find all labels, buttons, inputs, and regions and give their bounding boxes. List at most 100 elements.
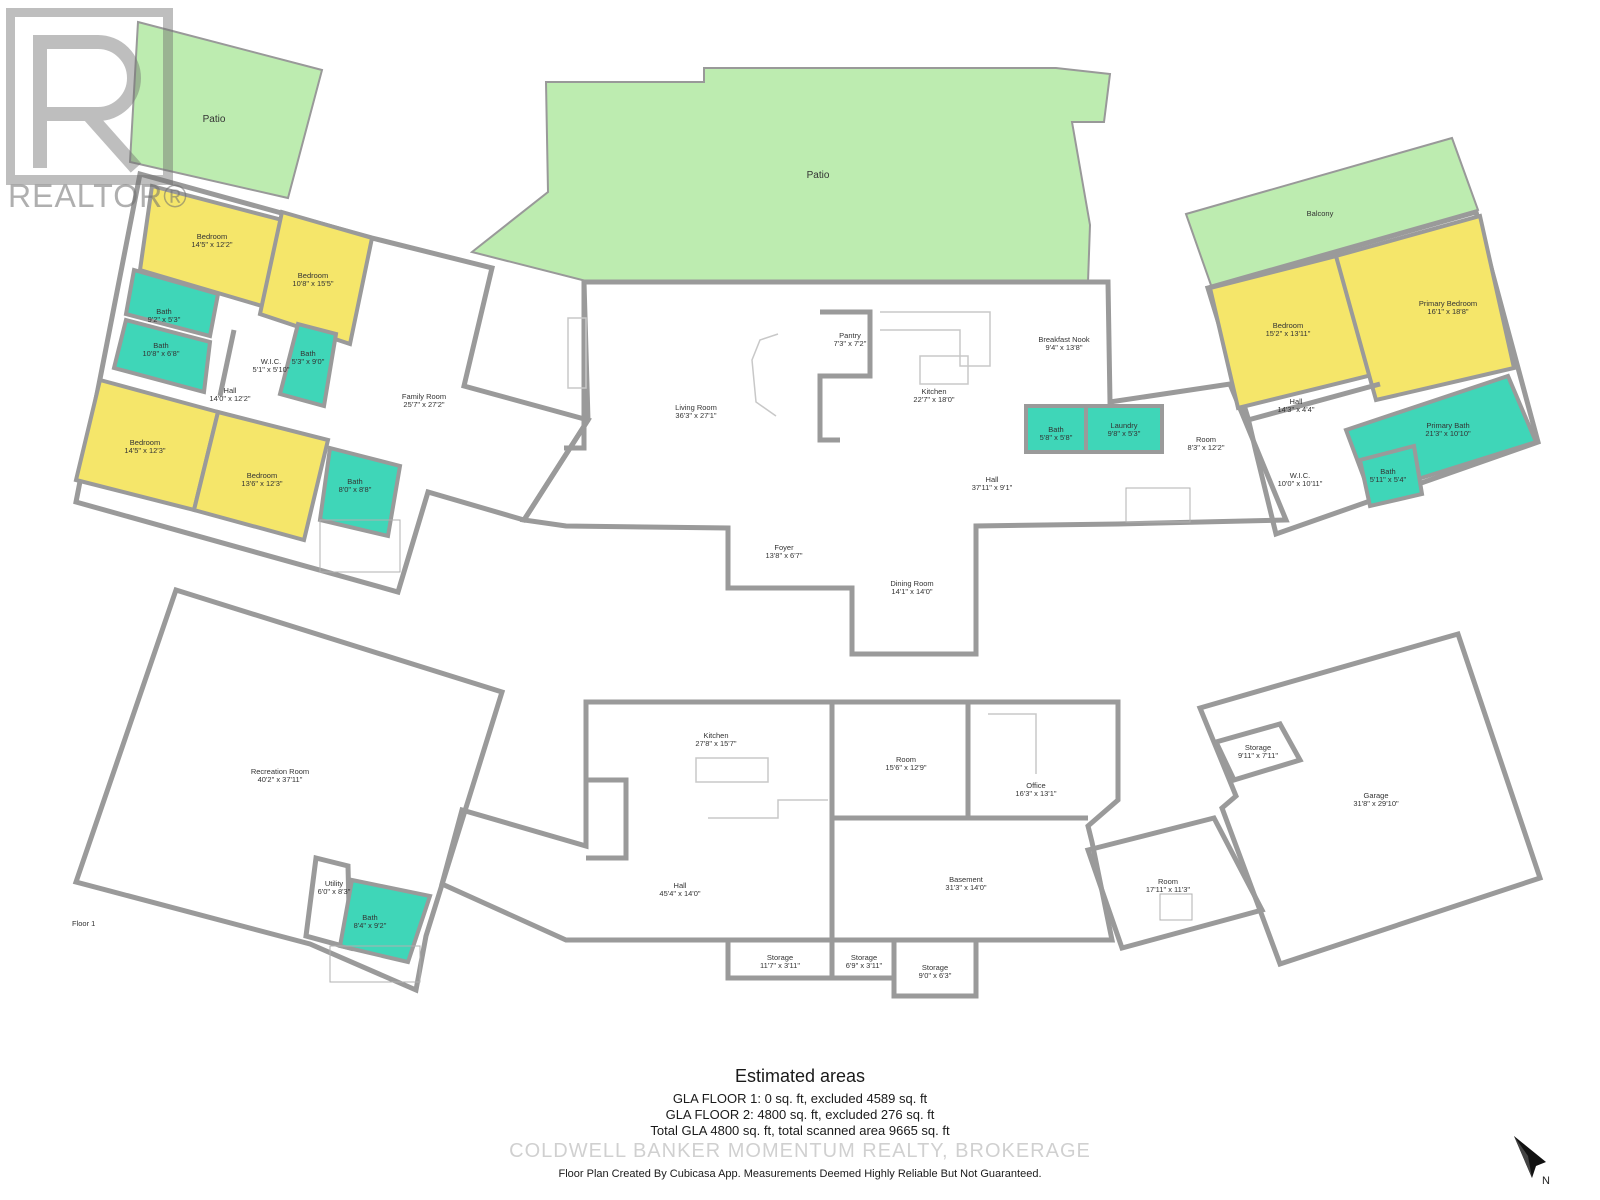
storage-3-name: Storage [922, 963, 948, 972]
hall-3-name: Hall [1290, 397, 1303, 406]
hall-2-name: Hall [986, 475, 999, 484]
bedroom-3-name: Bedroom [130, 438, 160, 447]
bedroom-2-area [257, 209, 375, 347]
stairs-center [1125, 487, 1191, 523]
center-walls [519, 279, 1290, 657]
primary-bath-size: 21'3" x 10'10" [1425, 429, 1471, 438]
living-room-size: 36'3" x 27'1" [675, 411, 716, 420]
bath-6-size: 5'11" x 5'4" [1370, 475, 1407, 484]
lower-room-2-name: Room [1158, 877, 1178, 886]
dining-room-name: Dining Room [890, 579, 933, 588]
bath-3-area [277, 321, 339, 409]
bath-1-name: Bath [156, 307, 171, 316]
areas-floor-1: GLA FLOOR 1: 0 sq. ft, excluded 4589 sq.… [672, 1091, 928, 1106]
primary-bath-name: Primary Bath [1426, 421, 1469, 430]
storage-2-size: 6'9" x 3'11" [846, 961, 883, 970]
recreation-walls [72, 586, 506, 994]
utility-name: Utility [325, 879, 344, 888]
estimated-areas: Estimated areas GLA FLOOR 1: 0 sq. ft, e… [0, 1066, 1600, 1139]
storage-1-name: Storage [767, 953, 793, 962]
wic-2-size: 10'0" x 10'11" [1278, 479, 1323, 488]
lower-room-1-size: 15'6" x 12'9" [885, 763, 926, 772]
basement-name: Basement [949, 875, 984, 884]
areas-floor-2: GLA FLOOR 2: 4800 sq. ft, excluded 276 s… [665, 1107, 935, 1122]
lower-hall-size: 45'4" x 14'0" [659, 889, 700, 898]
wic-1-size: 5'1" x 5'10" [253, 365, 290, 374]
family-room-name: Family Room [402, 392, 446, 401]
storage-2-name: Storage [851, 953, 877, 962]
dining-room-size: 14'1" x 14'0" [891, 587, 932, 596]
floor-label: Floor 1 [72, 919, 95, 928]
bedroom-4-area [191, 409, 331, 543]
lower-kitchen-counter [708, 799, 828, 819]
storage-3-walls [891, 937, 979, 999]
lower-kitchen-closet [586, 777, 629, 861]
brokerage-watermark: COLDWELL BANKER MOMENTUM REALTY, BROKERA… [509, 1140, 1091, 1162]
north-label: N [1542, 1175, 1550, 1187]
pantry-size: 7'3" x 7'2" [834, 339, 867, 348]
bedroom-3-size: 14'5" x 12'3" [124, 446, 165, 455]
storage-4-name: Storage [1245, 743, 1271, 752]
bath-4-name: Bath [347, 477, 362, 486]
patio-center [469, 67, 1112, 283]
recreation-room-name: Recreation Room [251, 767, 309, 776]
kitchen-size: 22'7" x 18'0" [913, 395, 954, 404]
patio-left-label: Patio [203, 114, 226, 125]
primary-bedroom-area [1333, 213, 1517, 403]
lower-bath-area [337, 877, 433, 965]
bedroom-4-name: Bedroom [247, 471, 277, 480]
bedroom-5-name: Bedroom [1273, 321, 1303, 330]
patio-center-label: Patio [807, 170, 830, 181]
bedroom-4-size: 13'6" x 12'3" [241, 479, 282, 488]
lower-kitchen-name: Kitchen [703, 731, 728, 740]
realtor-watermark: REALTOR® [8, 178, 188, 214]
bath-2-size: 10'8" x 6'8" [143, 349, 180, 358]
office-desk [988, 713, 1037, 774]
bedroom-2-name: Bedroom [298, 271, 328, 280]
bath-5-size: 5'8" x 5'8" [1040, 433, 1073, 442]
lower-hall-name: Hall [674, 881, 687, 890]
office-size: 16'3" x 13'1" [1015, 789, 1056, 798]
hall-1-size: 14'0" x 12'2" [209, 394, 250, 403]
primary-bedroom-size: 16'1" x 18'8" [1427, 307, 1468, 316]
kitchen-name: Kitchen [921, 387, 946, 396]
storage-4-size: 9'11" x 7'11" [1238, 751, 1278, 760]
stairs-lower [329, 945, 421, 983]
fireplace [567, 317, 587, 389]
bedroom-1-size: 14'5" x 12'2" [191, 240, 232, 249]
hall-3-size: 14'3" x 4'4" [1278, 405, 1315, 414]
pantry-walls [817, 309, 873, 443]
fireplace-wall [564, 282, 587, 451]
wic-2-name: W.I.C. [1290, 471, 1310, 480]
wic-1-name: W.I.C. [261, 357, 281, 366]
bath-6-name: Bath [1380, 467, 1395, 476]
bath-6-area [1357, 443, 1425, 509]
bath-4-size: 8'0" x 8'8" [339, 485, 372, 494]
stairs-left [319, 519, 401, 573]
laundry-area [1084, 404, 1164, 454]
breakfast-nook-size: 9'4" x 13'8" [1046, 343, 1083, 352]
bath-3-size: 5'3" x 9'0" [292, 357, 325, 366]
north-arrow-icon [1514, 1136, 1546, 1178]
hall-3-wall [1247, 381, 1381, 423]
hall-2-size: 37'11" x 9'1" [972, 483, 1013, 492]
bath-4-area [317, 445, 403, 539]
recreation-room-size: 40'2" x 37'11" [258, 775, 303, 784]
disclaimer: Floor Plan Created By Cubicasa App. Meas… [558, 1168, 1042, 1180]
basement-size: 31'3" x 14'0" [945, 883, 986, 892]
bath-5-name: Bath [1048, 425, 1063, 434]
sofa [751, 333, 779, 417]
foyer-size: 13'8" x 6'7" [766, 551, 803, 560]
balcony-label: Balcony [1307, 209, 1334, 218]
bath-2-area [111, 317, 213, 395]
areas-title: Estimated areas [734, 1066, 866, 1086]
lower-bath-size: 8'4" x 9'2" [354, 921, 387, 930]
realtor-logo [6, 8, 173, 185]
bedroom-1-name: Bedroom [197, 232, 227, 241]
lower-room-2-size: 17'11" x 11'3" [1146, 885, 1191, 894]
hall-1-name: Hall [224, 386, 237, 395]
bedroom-2-size: 10'8" x 15'5" [292, 279, 333, 288]
bath-3-name: Bath [300, 349, 315, 358]
kitchen-island [919, 355, 969, 385]
